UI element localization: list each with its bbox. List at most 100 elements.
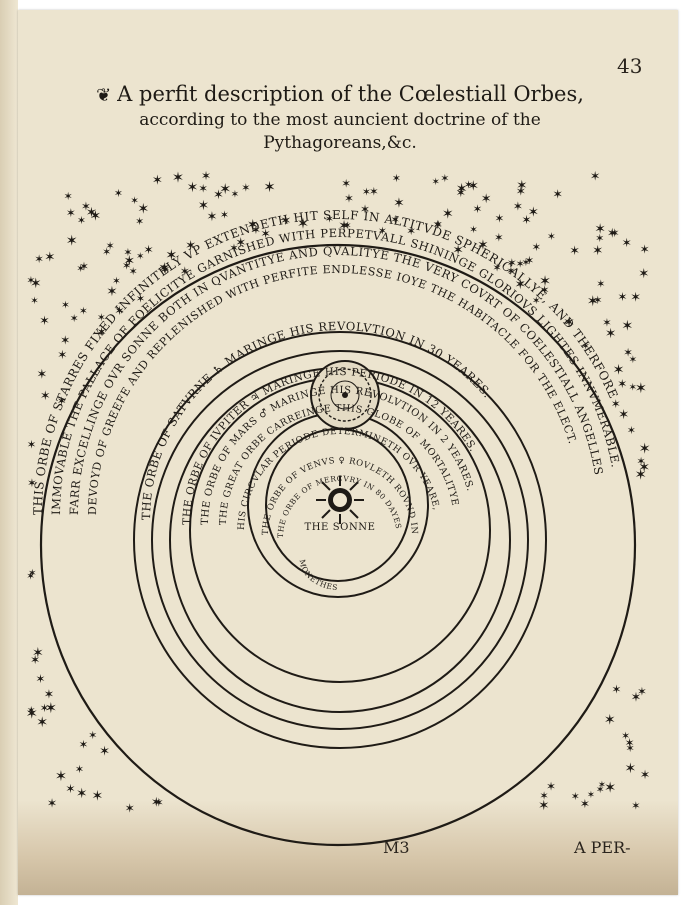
star-icon: ✶ <box>88 729 97 742</box>
star-icon: ✶ <box>456 185 466 200</box>
star-icon: ✶ <box>136 291 146 305</box>
star-icon: ✶ <box>154 796 164 810</box>
star-icon: ✶ <box>66 206 76 220</box>
ring-jupiter <box>151 350 529 730</box>
star-icon: ✶ <box>540 283 550 297</box>
star-icon: ✶ <box>97 312 106 324</box>
star-icon: ✶ <box>431 177 439 188</box>
star-icon: ✶ <box>524 253 534 267</box>
star-icon: ✶ <box>513 199 523 213</box>
star-icon: ✶ <box>637 685 647 699</box>
signature-mark: M3 <box>383 838 410 857</box>
star-icon: ✶ <box>393 196 405 212</box>
sun-icon <box>316 476 364 524</box>
star-icon: ✶ <box>432 217 442 232</box>
moneths-inscription: MONETHES <box>298 559 339 592</box>
star-icon: ✶ <box>79 260 89 274</box>
star-icon: ✶ <box>623 346 633 360</box>
star-icon: ✶ <box>158 259 170 277</box>
star-icon: ✶ <box>521 213 531 227</box>
star-icon: ✶ <box>172 168 184 186</box>
star-icon: ✶ <box>125 800 135 815</box>
star-icon: ✶ <box>473 202 483 216</box>
star-icon: ✶ <box>631 690 642 705</box>
star-icon: ✶ <box>106 284 118 300</box>
star-icon: ✶ <box>507 256 517 270</box>
star-icon: ✶ <box>392 172 401 185</box>
star-icon: ✶ <box>185 238 196 254</box>
star-icon: ✶ <box>76 262 85 275</box>
ring-fixed-stars <box>39 243 637 847</box>
star-icon: ✶ <box>263 178 276 196</box>
star-icon: ✶ <box>64 190 73 203</box>
star-icon: ✶ <box>79 305 88 318</box>
star-icon: ✶ <box>30 653 40 667</box>
star-icon: ✶ <box>47 796 58 811</box>
star-icon: ✶ <box>622 235 632 250</box>
star-icon: ✶ <box>40 701 50 715</box>
star-icon: ✶ <box>607 226 618 241</box>
binding-edge <box>0 0 18 905</box>
star-icon: ✶ <box>621 319 633 335</box>
star-icon: ✶ <box>135 215 144 228</box>
star-icon: ✶ <box>341 176 351 190</box>
star-icon: ✶ <box>630 290 641 305</box>
star-icon: ✶ <box>539 273 551 290</box>
star-icon: ✶ <box>596 784 605 796</box>
star-icon: ✶ <box>165 247 177 264</box>
star-icon: ✶ <box>629 382 638 393</box>
star-icon: ✶ <box>66 233 78 250</box>
star-icon: ✶ <box>546 780 556 794</box>
star-icon: ✶ <box>86 205 98 221</box>
fleuron-icon: ❦ <box>96 85 112 106</box>
star-icon: ✶ <box>627 424 636 437</box>
star-icon: ✶ <box>201 169 211 183</box>
star-icon: ✶ <box>569 244 580 259</box>
star-icon: ✶ <box>75 763 84 776</box>
star-icon: ✶ <box>70 312 79 325</box>
star-icon: ✶ <box>251 223 261 237</box>
star-icon: ✶ <box>30 296 39 307</box>
star-icon: ✶ <box>636 455 645 468</box>
star-icon: ✶ <box>30 276 42 292</box>
star-icon: ✶ <box>36 715 48 731</box>
star-icon: ✶ <box>26 705 39 723</box>
star-icon: ✶ <box>611 397 621 411</box>
star-icon: ✶ <box>593 293 603 307</box>
star-icon: ✶ <box>26 570 35 582</box>
star-icon: ✶ <box>96 325 106 339</box>
catchword: A PER- <box>574 838 631 857</box>
star-icon: ✶ <box>467 179 479 195</box>
star-icon: ✶ <box>442 206 454 222</box>
star-icon: ✶ <box>456 182 468 198</box>
title-line-3: Pythagoreans,&c. <box>263 133 417 153</box>
star-icon: ✶ <box>60 332 70 347</box>
star-icon: ✶ <box>617 377 627 391</box>
star-icon: ✶ <box>55 768 67 785</box>
star-icon: ✶ <box>617 290 627 304</box>
sun-label: THE SONNE <box>304 522 375 533</box>
star-icon: ✶ <box>604 712 616 728</box>
star-icon: ✶ <box>220 209 229 222</box>
star-icon: ✶ <box>434 220 442 231</box>
star-icon: ✶ <box>198 182 208 196</box>
star-icon: ✶ <box>247 217 259 233</box>
star-icon: ✶ <box>532 295 541 307</box>
star-icon: ✶ <box>538 798 550 814</box>
earth-globe <box>310 360 380 430</box>
star-icon: ✶ <box>631 800 640 813</box>
star-icon: ✶ <box>516 178 528 194</box>
star-icon: ✶ <box>44 249 55 265</box>
star-icon: ✶ <box>595 232 604 245</box>
star-icon: ✶ <box>638 460 650 476</box>
star-icon: ✶ <box>494 212 504 226</box>
ring-saturn <box>133 331 547 749</box>
star-icon: ✶ <box>45 699 57 717</box>
star-icon: ✶ <box>325 214 334 226</box>
star-field: ✶✶✶✶✶✶✶✶✶✶✶✶✶✶✶✶✶✶✶✶✶✶✶✶✶✶✶✶✶✶✶✶✶✶✶✶✶✶✶✶… <box>26 168 651 815</box>
star-icon: ✶ <box>130 195 139 207</box>
star-icon: ✶ <box>39 314 50 329</box>
star-icon: ✶ <box>44 687 55 702</box>
star-icon: ✶ <box>592 243 603 259</box>
